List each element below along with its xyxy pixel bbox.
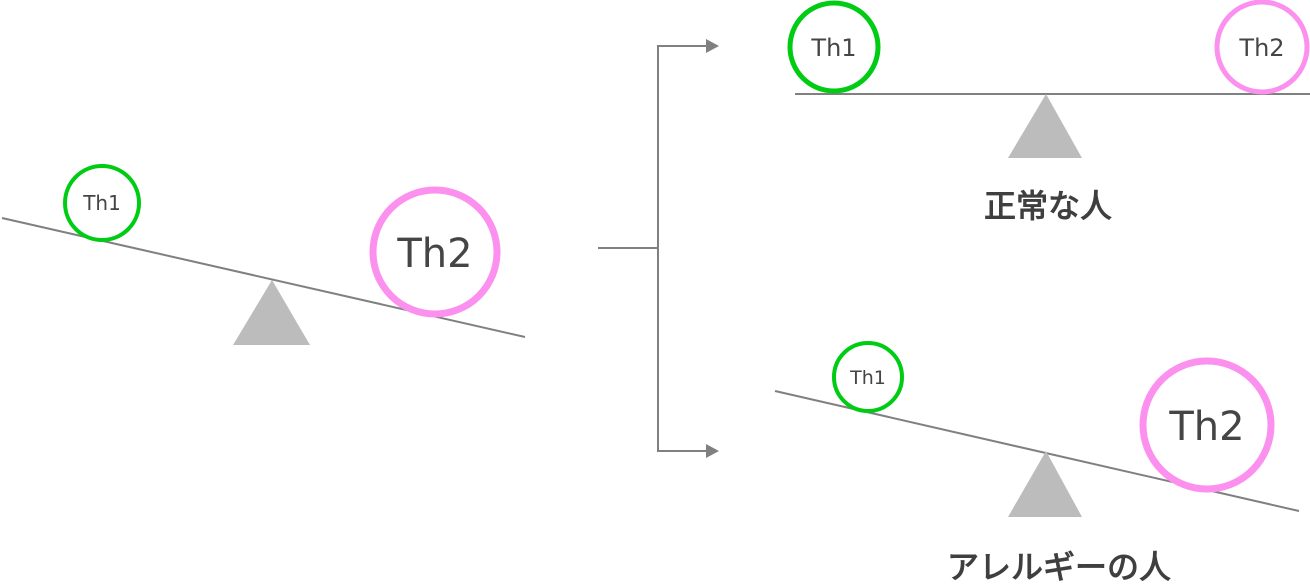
normal-th2-label: Th2 [1238,34,1284,62]
top-arrowhead-icon [706,39,719,53]
allergy-th1-label: Th1 [849,367,886,389]
allergy-balance-group: Th1 Th2 アレルギーの人 [774,341,1300,586]
allergy-fulcrum-triangle [1008,451,1082,517]
allergy-th1-circle [832,341,904,413]
normal-balance-group: Th1 Th2 正常な人 [787,0,1310,225]
allergy-th2-circle [1139,357,1275,493]
allergy-th2-label: Th2 [1168,404,1244,450]
normal-th2-circle [1214,0,1310,95]
left-th2-label: Th2 [396,231,472,277]
normal-th1-circle [787,0,881,94]
normal-th1-label: Th1 [810,34,856,62]
allergy-caption: アレルギーの人 [947,548,1171,586]
branch-connector [598,39,719,458]
left-th2-circle [369,186,501,318]
normal-caption: 正常な人 [984,187,1112,225]
left-th1-label: Th1 [82,191,121,215]
left-balance-group: Th1 Th2 [1,164,526,345]
normal-fulcrum-triangle [1008,94,1082,158]
bottom-arrowhead-icon [706,444,719,458]
left-th1-circle [63,164,141,242]
left-fulcrum-triangle [233,280,310,345]
